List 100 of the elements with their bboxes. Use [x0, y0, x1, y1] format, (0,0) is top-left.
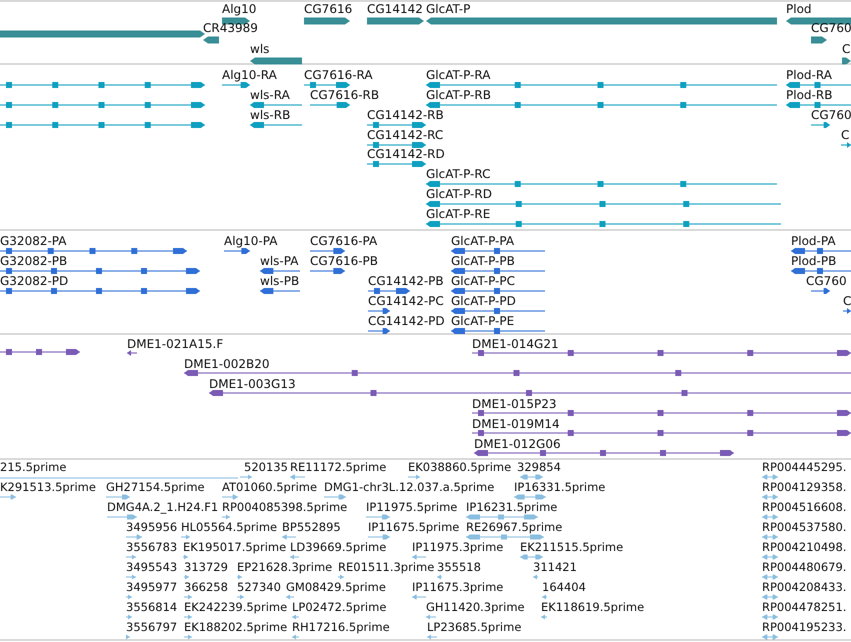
feature-label: GlcAT-P-RC — [426, 168, 490, 181]
feature-label: 527340 — [237, 581, 281, 594]
feature-label: DME1-014G21 — [472, 338, 559, 351]
feature-label: EK038860.5prime — [408, 461, 512, 474]
feature-label: CR43989 — [203, 22, 258, 35]
feature-label: CG7616-PB — [310, 255, 378, 268]
feature-label: 311421 — [533, 561, 577, 574]
feature-label: RP004445295. — [762, 461, 846, 474]
feature-label: RE26967.5prime — [466, 521, 562, 534]
feature-label: 3495543 — [126, 561, 178, 574]
feature-label: RP004195233. — [762, 621, 846, 634]
feature-label: IP16231.5prime — [466, 501, 558, 514]
feature-label: RE01511.3prime — [338, 561, 434, 574]
feature-label: GH27154.5prime — [106, 481, 205, 494]
feature-label: GlcAT-P-RD — [426, 188, 492, 201]
feature-label: DME1-015P23 — [472, 398, 557, 411]
feature-label: GlcAT-P-RB — [426, 89, 491, 102]
feature-label: GlcAT-P-RE — [426, 208, 490, 221]
feature-label: LD39669.5prime — [290, 541, 386, 554]
feature-label: GlcAT-P-RA — [426, 69, 490, 82]
feature-label: 313729 — [184, 561, 228, 574]
feature-label: 355518 — [437, 561, 481, 574]
feature-label: IP16331.5prime — [514, 481, 606, 494]
feature-label: 3556814 — [126, 601, 178, 614]
feature-label: 329854 — [517, 461, 561, 474]
feature-label: GlcAT-P-PE — [451, 315, 514, 328]
feature-label: GlcAT-P-PC — [451, 275, 515, 288]
feature-label: RP004480679. — [762, 561, 846, 574]
feature-label: Plod-PB — [791, 255, 836, 268]
feature-label: GlcAT-P — [426, 3, 470, 16]
feature-label: 520135 — [244, 461, 288, 474]
feature-label: CG14142-PD — [368, 315, 445, 328]
feature-label: DMG1-chr3L.12.037.a.5prime — [324, 481, 494, 494]
feature-label: 215.5prime — [0, 461, 66, 474]
feature-label: CG14142-RB — [367, 109, 444, 122]
feature-label: CG14142 — [367, 3, 423, 16]
feature-label: HL05564.5prime — [181, 521, 278, 534]
feature-label: C — [843, 295, 851, 308]
feature-label: wls-RB — [250, 109, 290, 122]
feature-label: LP23685.5prime — [427, 621, 522, 634]
feature-label: Plod-RB — [786, 89, 832, 102]
feature-label: CG7616-RB — [310, 89, 380, 102]
feature-label: RP004516608. — [762, 501, 846, 514]
feature-label: GlcAT-P-PD — [451, 295, 516, 308]
feature-label: IP11975.5prime — [366, 501, 458, 514]
feature-label: RP004537580. — [762, 521, 846, 534]
feature-label: DME1-012G06 — [474, 438, 561, 451]
feature-label: DME1-003G13 — [209, 378, 296, 391]
feature-label: RH17216.5prime — [292, 621, 390, 634]
feature-label: RP004085398.5prime — [222, 501, 348, 514]
feature-label: CG7616 — [304, 3, 352, 16]
feature-label: IP11975.3prime — [412, 541, 504, 554]
feature-label: G32082-PD — [0, 275, 68, 288]
feature-label: RP004478251. — [762, 601, 846, 614]
feature-label: G32082-PB — [0, 255, 68, 268]
feature-label: RP004208433. — [762, 581, 846, 594]
feature-label: AT01060.5prime — [222, 481, 318, 494]
feature-label: IP11675.5prime — [368, 521, 460, 534]
feature-label: 164404 — [542, 581, 586, 594]
feature-label: CG14142-PC — [368, 295, 444, 308]
feature-label: Plod-RA — [786, 69, 832, 82]
feature-label: CG14142-RC — [367, 129, 444, 142]
feature-label: GlcAT-P-PB — [451, 255, 515, 268]
feature-label: 3495956 — [126, 521, 178, 534]
feature-label: CG760 — [806, 275, 847, 288]
feature-label: GH11420.3prime — [426, 601, 525, 614]
feature-label: 3556783 — [126, 541, 178, 554]
feature-label: EK188202.5prime — [184, 621, 288, 634]
feature-label: RP004129358. — [762, 481, 846, 494]
feature-label: LP02472.5prime — [292, 601, 386, 614]
feature-label: GM08429.5prime — [286, 581, 386, 594]
feature-label: wls-PB — [260, 275, 300, 288]
feature-label: CG14142-PB — [368, 275, 444, 288]
feature-label: C — [842, 43, 850, 56]
feature-label: wls-RA — [250, 89, 290, 102]
feature-label: EK242239.5prime — [184, 601, 288, 614]
feature-label: wls-PA — [260, 255, 298, 268]
feature-label: Alg10-RA — [222, 69, 277, 82]
feature-label: EK118619.5prime — [541, 601, 644, 614]
feature-label: DMG4A.2_1.H24.F1 — [107, 501, 218, 514]
feature-label: CG7616-RA — [304, 69, 373, 82]
feature-label: C — [841, 129, 850, 142]
feature-label: 366258 — [184, 581, 228, 594]
feature-label: RP004210498. — [762, 541, 846, 554]
feature-label: CG14142-RD — [367, 148, 445, 161]
feature-label: DME1-021A15.F — [127, 338, 224, 351]
feature-label: CG7616-PA — [310, 235, 378, 248]
feature-label: DME1-019M14 — [472, 418, 560, 431]
feature-label: EK211515.5prime — [520, 541, 624, 554]
feature-label: 3495977 — [126, 581, 178, 594]
feature-label: 3556797 — [126, 621, 178, 634]
feature-label: G32082-PA — [0, 235, 66, 248]
feature-label: wls — [250, 43, 270, 56]
feature-label: Alg10-PA — [224, 235, 278, 248]
feature-label: DME1-002B20 — [184, 358, 270, 371]
feature-label: EK195017.5prime — [183, 541, 286, 554]
feature-label: IP11675.3prime — [412, 581, 504, 594]
feature-label: CG760 — [811, 22, 851, 35]
feature-label: Alg10 — [222, 3, 256, 16]
feature-label: BP552895 — [282, 521, 341, 534]
